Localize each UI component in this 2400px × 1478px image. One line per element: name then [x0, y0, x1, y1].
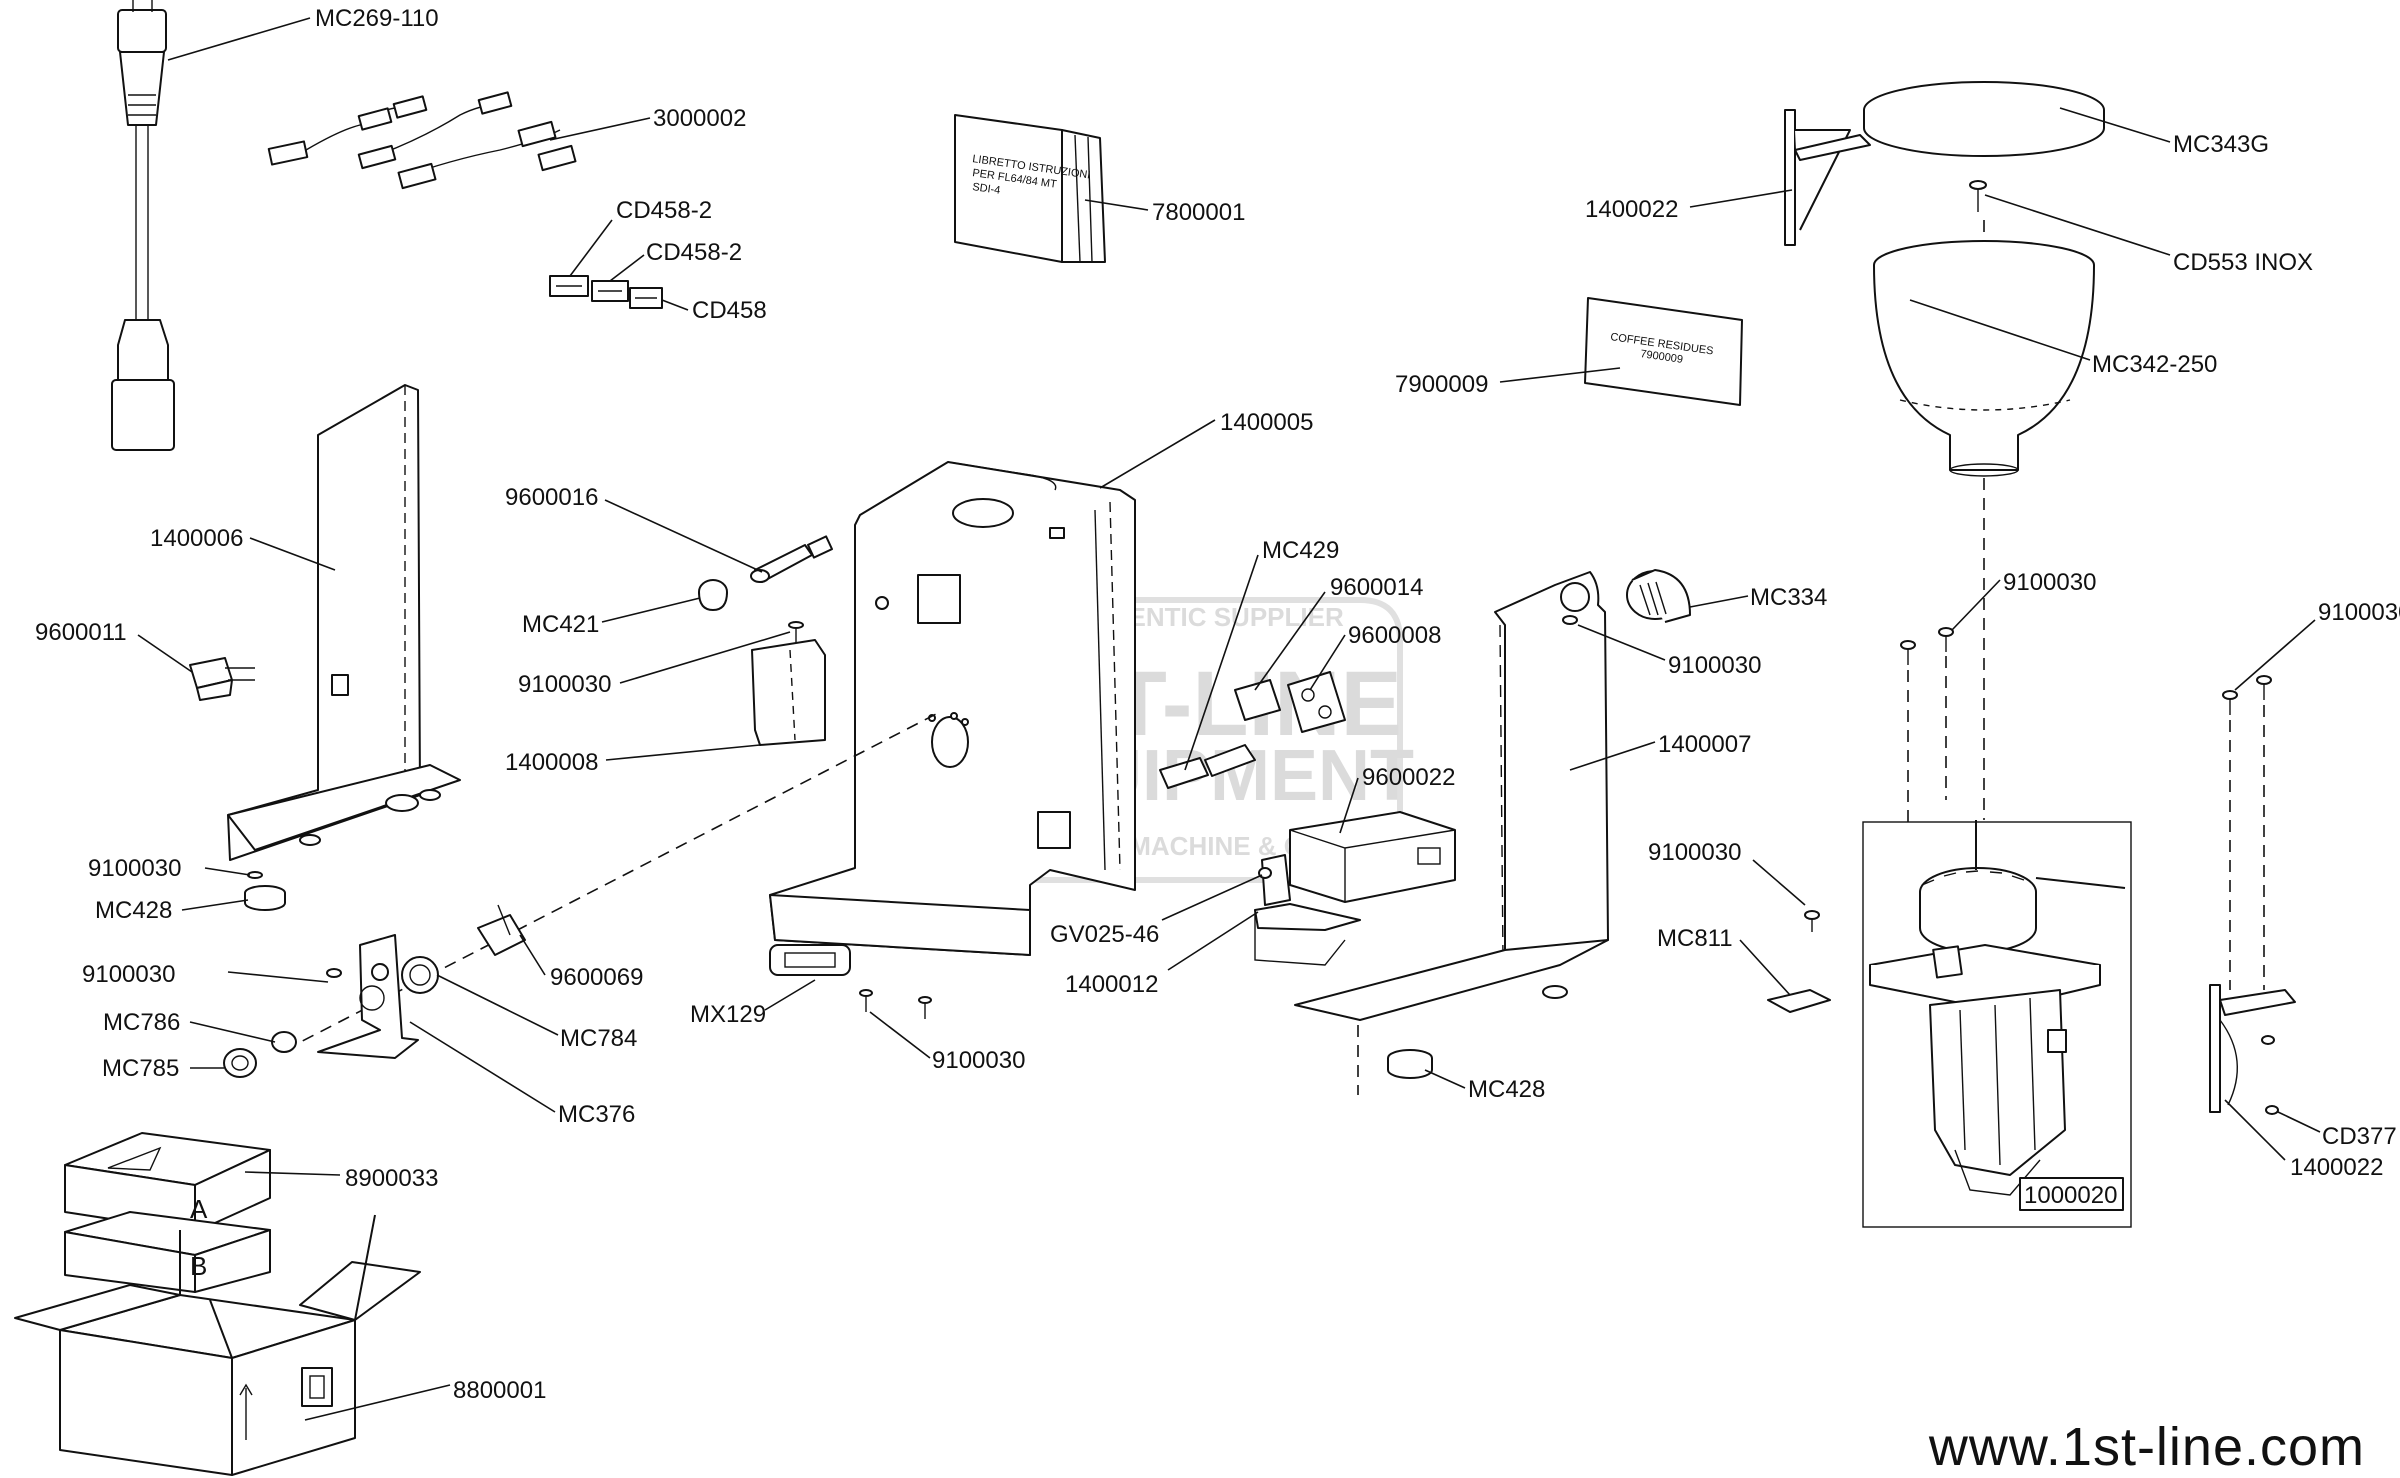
- label-9100030-grinder: 9100030: [2003, 569, 2096, 596]
- label-9100030-front: 9100030: [82, 961, 175, 988]
- footer-url[interactable]: www.1st-line.com: [1928, 1417, 2365, 1477]
- capacitor-bracket: [1254, 854, 1361, 966]
- grinder-motor-assembly: [1862, 820, 2132, 1228]
- plug-connector: [750, 535, 834, 583]
- label-cd458-2-second: CD458-2: [646, 239, 742, 266]
- label-3000002: 3000002: [653, 105, 746, 132]
- label-1400012: 1400012: [1065, 971, 1158, 998]
- main-body-housing: [769, 461, 1136, 956]
- label-1400005: 1400005: [1220, 409, 1313, 436]
- label-1400007: 1400007: [1658, 731, 1751, 758]
- label-mc785: MC785: [102, 1055, 179, 1082]
- label-cd377: CD377: [2322, 1123, 2397, 1150]
- label-7900009: 7900009: [1395, 371, 1488, 398]
- label-9600011: 9600011: [35, 619, 127, 646]
- instruction-manual: LIBRETTO ISTRUZIONI PER FL64/84 MT SDI-4: [954, 114, 1106, 263]
- label-mx129: MX129: [690, 1001, 766, 1028]
- electrical-terminals: [1159, 671, 1346, 789]
- label-cd458-2-first: CD458-2: [616, 197, 712, 224]
- box-letter-a: A: [190, 1194, 208, 1224]
- adjustment-knob: [1626, 569, 1691, 623]
- label-mc784: MC784: [560, 1025, 637, 1052]
- hopper-bracket-bottom: [2209, 675, 2296, 1115]
- residue-line2: 7900009: [1640, 348, 1684, 366]
- label-mc334: MC334: [1750, 584, 1827, 611]
- label-mc428-left: MC428: [95, 897, 172, 924]
- label-9100030-knob: 9100030: [1668, 652, 1761, 679]
- label-9100030-a: 9100030: [518, 671, 611, 698]
- foot-left: [244, 871, 286, 911]
- side-panel-right: [1294, 571, 1609, 1021]
- hopper-screw: [1969, 180, 1987, 212]
- label-mc429: MC429: [1262, 537, 1339, 564]
- label-1400022-top: 1400022: [1585, 196, 1678, 223]
- side-panel-left: [227, 384, 461, 861]
- packaging-boxes: A B: [14, 1132, 421, 1476]
- label-1400022-bottom: 1400022: [2290, 1154, 2383, 1181]
- foot-right: [1387, 1049, 1433, 1079]
- label-mc376: MC376: [558, 1101, 635, 1128]
- switch: [189, 657, 255, 701]
- screw-9100030-front: [326, 968, 342, 978]
- coffee-residue-label: COFFEE RESIDUES 7900009: [1584, 297, 1743, 406]
- label-mc786: MC786: [103, 1009, 180, 1036]
- part-number-box: [2019, 1177, 2124, 1211]
- label-9100030-mc811: 9100030: [1648, 839, 1741, 866]
- label-9600022: 9600022: [1362, 764, 1455, 791]
- label-9100030-right: 9100030: [2318, 599, 2400, 626]
- label-7800001: 7800001: [1152, 199, 1245, 226]
- power-cord: [111, 0, 175, 451]
- label-1400006: 1400006: [150, 525, 243, 552]
- label-mc428-right: MC428: [1468, 1076, 1545, 1103]
- screws-9100030-grinder: [1900, 627, 1954, 665]
- label-8800001: 8800001: [453, 1377, 546, 1404]
- label-1000020: 1000020: [2024, 1182, 2117, 1209]
- wiring-harness: [267, 91, 577, 190]
- hopper-lid: [1863, 81, 2105, 157]
- ring-mc785: [223, 1048, 257, 1078]
- label-9600016: 9600016: [505, 484, 598, 511]
- label-9600069: 9600069: [550, 964, 643, 991]
- screw-a: [788, 621, 804, 645]
- label-mc343g: MC343G: [2173, 131, 2269, 158]
- knob-mc786: [271, 1031, 297, 1053]
- front-assembly: [317, 904, 526, 1059]
- knob-mc421: [698, 579, 728, 611]
- manual-line3: SDI-4: [972, 181, 1002, 197]
- label-9600008: 9600008: [1348, 622, 1441, 649]
- label-mc811: MC811: [1657, 925, 1733, 952]
- label-gv025-46: GV025-46: [1050, 921, 1159, 948]
- label-9600014: 9600014: [1330, 574, 1423, 601]
- label-9100030-bottom: 9100030: [932, 1047, 1025, 1074]
- clip-mc811: [1767, 910, 1831, 1013]
- label-8900033: 8900033: [345, 1165, 438, 1192]
- label-cd458: CD458: [692, 297, 767, 324]
- label-9100030-left: 9100030: [88, 855, 181, 882]
- sticker-set: [549, 275, 663, 309]
- hopper-bracket-top: [1784, 109, 1871, 246]
- screw-9100030-knob: [1562, 615, 1578, 625]
- label-mc421: MC421: [522, 611, 599, 638]
- label-cd553-inox: CD553 INOX: [2173, 249, 2313, 276]
- bean-hopper: [1873, 240, 2095, 477]
- label-1400008: 1400008: [505, 749, 598, 776]
- capacitor: [1289, 811, 1456, 903]
- screw-bottom-pair: [859, 989, 932, 1019]
- bracket-1400008: [751, 639, 826, 746]
- label-mc342-250: MC342-250: [2092, 351, 2217, 378]
- box-letter-b: B: [190, 1251, 207, 1281]
- display-mx129: [769, 944, 851, 976]
- label-mc269-110: MC269-110: [315, 5, 439, 32]
